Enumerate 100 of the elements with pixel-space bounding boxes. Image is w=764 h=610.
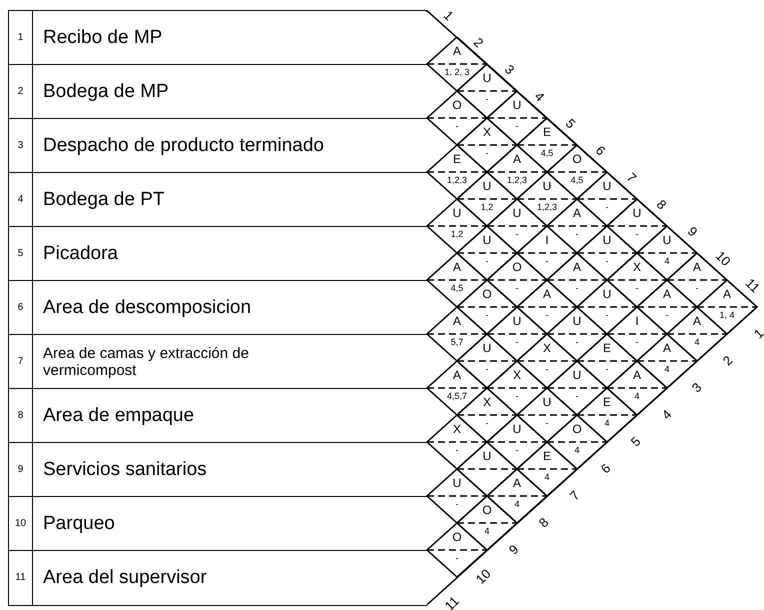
activity-name: Area de camas y extracción de vermicompost	[43, 344, 250, 379]
closeness-code: U	[482, 234, 492, 246]
closeness-code: E	[453, 153, 461, 165]
closeness-code: E	[543, 450, 551, 462]
edge-number: 3	[690, 380, 704, 394]
closeness-code: A	[663, 288, 671, 300]
edge-number: 5	[562, 116, 578, 130]
closeness-code: I	[545, 234, 549, 246]
closeness-code: O	[572, 423, 582, 435]
reason-code: -	[516, 446, 518, 455]
reason-code: -	[666, 311, 668, 320]
closeness-code: A	[513, 477, 521, 489]
activity-row	[8, 172, 427, 226]
reason-code: 4	[484, 527, 490, 536]
edge-number: 8	[654, 196, 669, 212]
closeness-code: U	[572, 369, 582, 381]
closeness-code: I	[635, 315, 639, 327]
reason-code: -	[546, 257, 548, 266]
closeness-code: A	[453, 315, 461, 327]
closeness-code: U	[452, 207, 462, 219]
reason-code: 4	[664, 257, 670, 266]
reason-code: 4,5	[450, 284, 464, 293]
edge-number: 9	[684, 224, 700, 238]
activity-name: Picadora	[43, 242, 118, 264]
activity-name: Bodega de MP	[43, 80, 169, 102]
closeness-code: A	[633, 369, 641, 381]
closeness-code: U	[542, 180, 552, 192]
reason-code: 4,5	[570, 176, 584, 185]
activity-row	[8, 442, 427, 496]
reason-code: 4	[574, 446, 580, 455]
reason-code: -	[576, 284, 578, 293]
edge-number: 11	[743, 276, 762, 294]
reason-code: -	[576, 230, 578, 239]
activity-row	[8, 280, 427, 334]
activity-row	[8, 388, 427, 442]
reason-code: 5,7	[450, 338, 464, 347]
row-number: 11	[9, 551, 33, 604]
edge-number: 2	[720, 352, 735, 368]
closeness-code: U	[512, 423, 522, 435]
closeness-code: U	[542, 396, 552, 408]
closeness-code: O	[452, 531, 462, 543]
reason-code: 1, 4	[720, 311, 734, 320]
closeness-code: O	[482, 288, 492, 300]
edge-number: 3	[502, 62, 516, 76]
reason-code: 1,2,3	[446, 176, 468, 185]
closeness-code: U	[482, 72, 492, 84]
closeness-code: O	[452, 99, 462, 111]
closeness-code: U	[602, 288, 612, 300]
edge-number: 7	[624, 170, 638, 184]
closeness-code: U	[572, 315, 582, 327]
closeness-code: U	[452, 477, 462, 489]
closeness-code: U	[602, 234, 612, 246]
reason-code: -	[546, 419, 548, 428]
closeness-code: A	[573, 261, 581, 273]
reason-code: -	[456, 554, 458, 563]
closeness-code: A	[693, 315, 701, 327]
reason-code: -	[516, 392, 518, 401]
activity-name: Servicios sanitarios	[43, 458, 207, 480]
reason-code: -	[486, 257, 488, 266]
closeness-code: A	[543, 288, 551, 300]
activity-row	[8, 118, 427, 172]
closeness-code: X	[513, 369, 521, 381]
reason-code: -	[456, 122, 458, 131]
closeness-code: A	[723, 288, 731, 300]
closeness-code: U	[482, 180, 492, 192]
closeness-code: X	[543, 342, 551, 354]
reason-code: -	[636, 230, 638, 239]
reason-code: -	[516, 230, 518, 239]
activity-row	[8, 496, 427, 550]
edge-number: 2	[471, 34, 486, 50]
closeness-code: A	[663, 342, 671, 354]
reason-code: -	[516, 284, 518, 293]
reason-code: 1,2,3	[536, 203, 558, 212]
edge-number: 8	[536, 514, 552, 530]
closeness-code: X	[483, 126, 491, 138]
closeness-code: O	[512, 261, 522, 273]
closeness-code: X	[633, 261, 641, 273]
closeness-code: U	[512, 207, 522, 219]
reason-code: -	[696, 284, 698, 293]
reason-code: -	[486, 419, 488, 428]
reason-code: 4	[634, 392, 640, 401]
activity-row	[8, 10, 427, 64]
activity-row	[8, 334, 427, 388]
edge-number: 10	[473, 566, 493, 586]
edge-number: 11	[442, 594, 462, 610]
activity-name: Area de empaque	[43, 404, 194, 426]
reason-code: -	[456, 446, 458, 455]
edge-number: 1	[750, 326, 764, 340]
edge-number: 9	[506, 542, 520, 556]
edge-number: 5	[628, 434, 643, 448]
closeness-code: A	[513, 153, 521, 165]
activity-name: Area del supervisor	[43, 566, 207, 589]
closeness-code: A	[453, 45, 461, 57]
activity-name: Area de descomposicion	[43, 296, 252, 318]
edge-number: 1	[440, 8, 456, 22]
closeness-code: U	[632, 207, 642, 219]
closeness-code: U	[482, 342, 492, 354]
closeness-code: O	[572, 153, 582, 165]
closeness-code: A	[573, 207, 581, 219]
edge-number: 10	[713, 248, 732, 268]
